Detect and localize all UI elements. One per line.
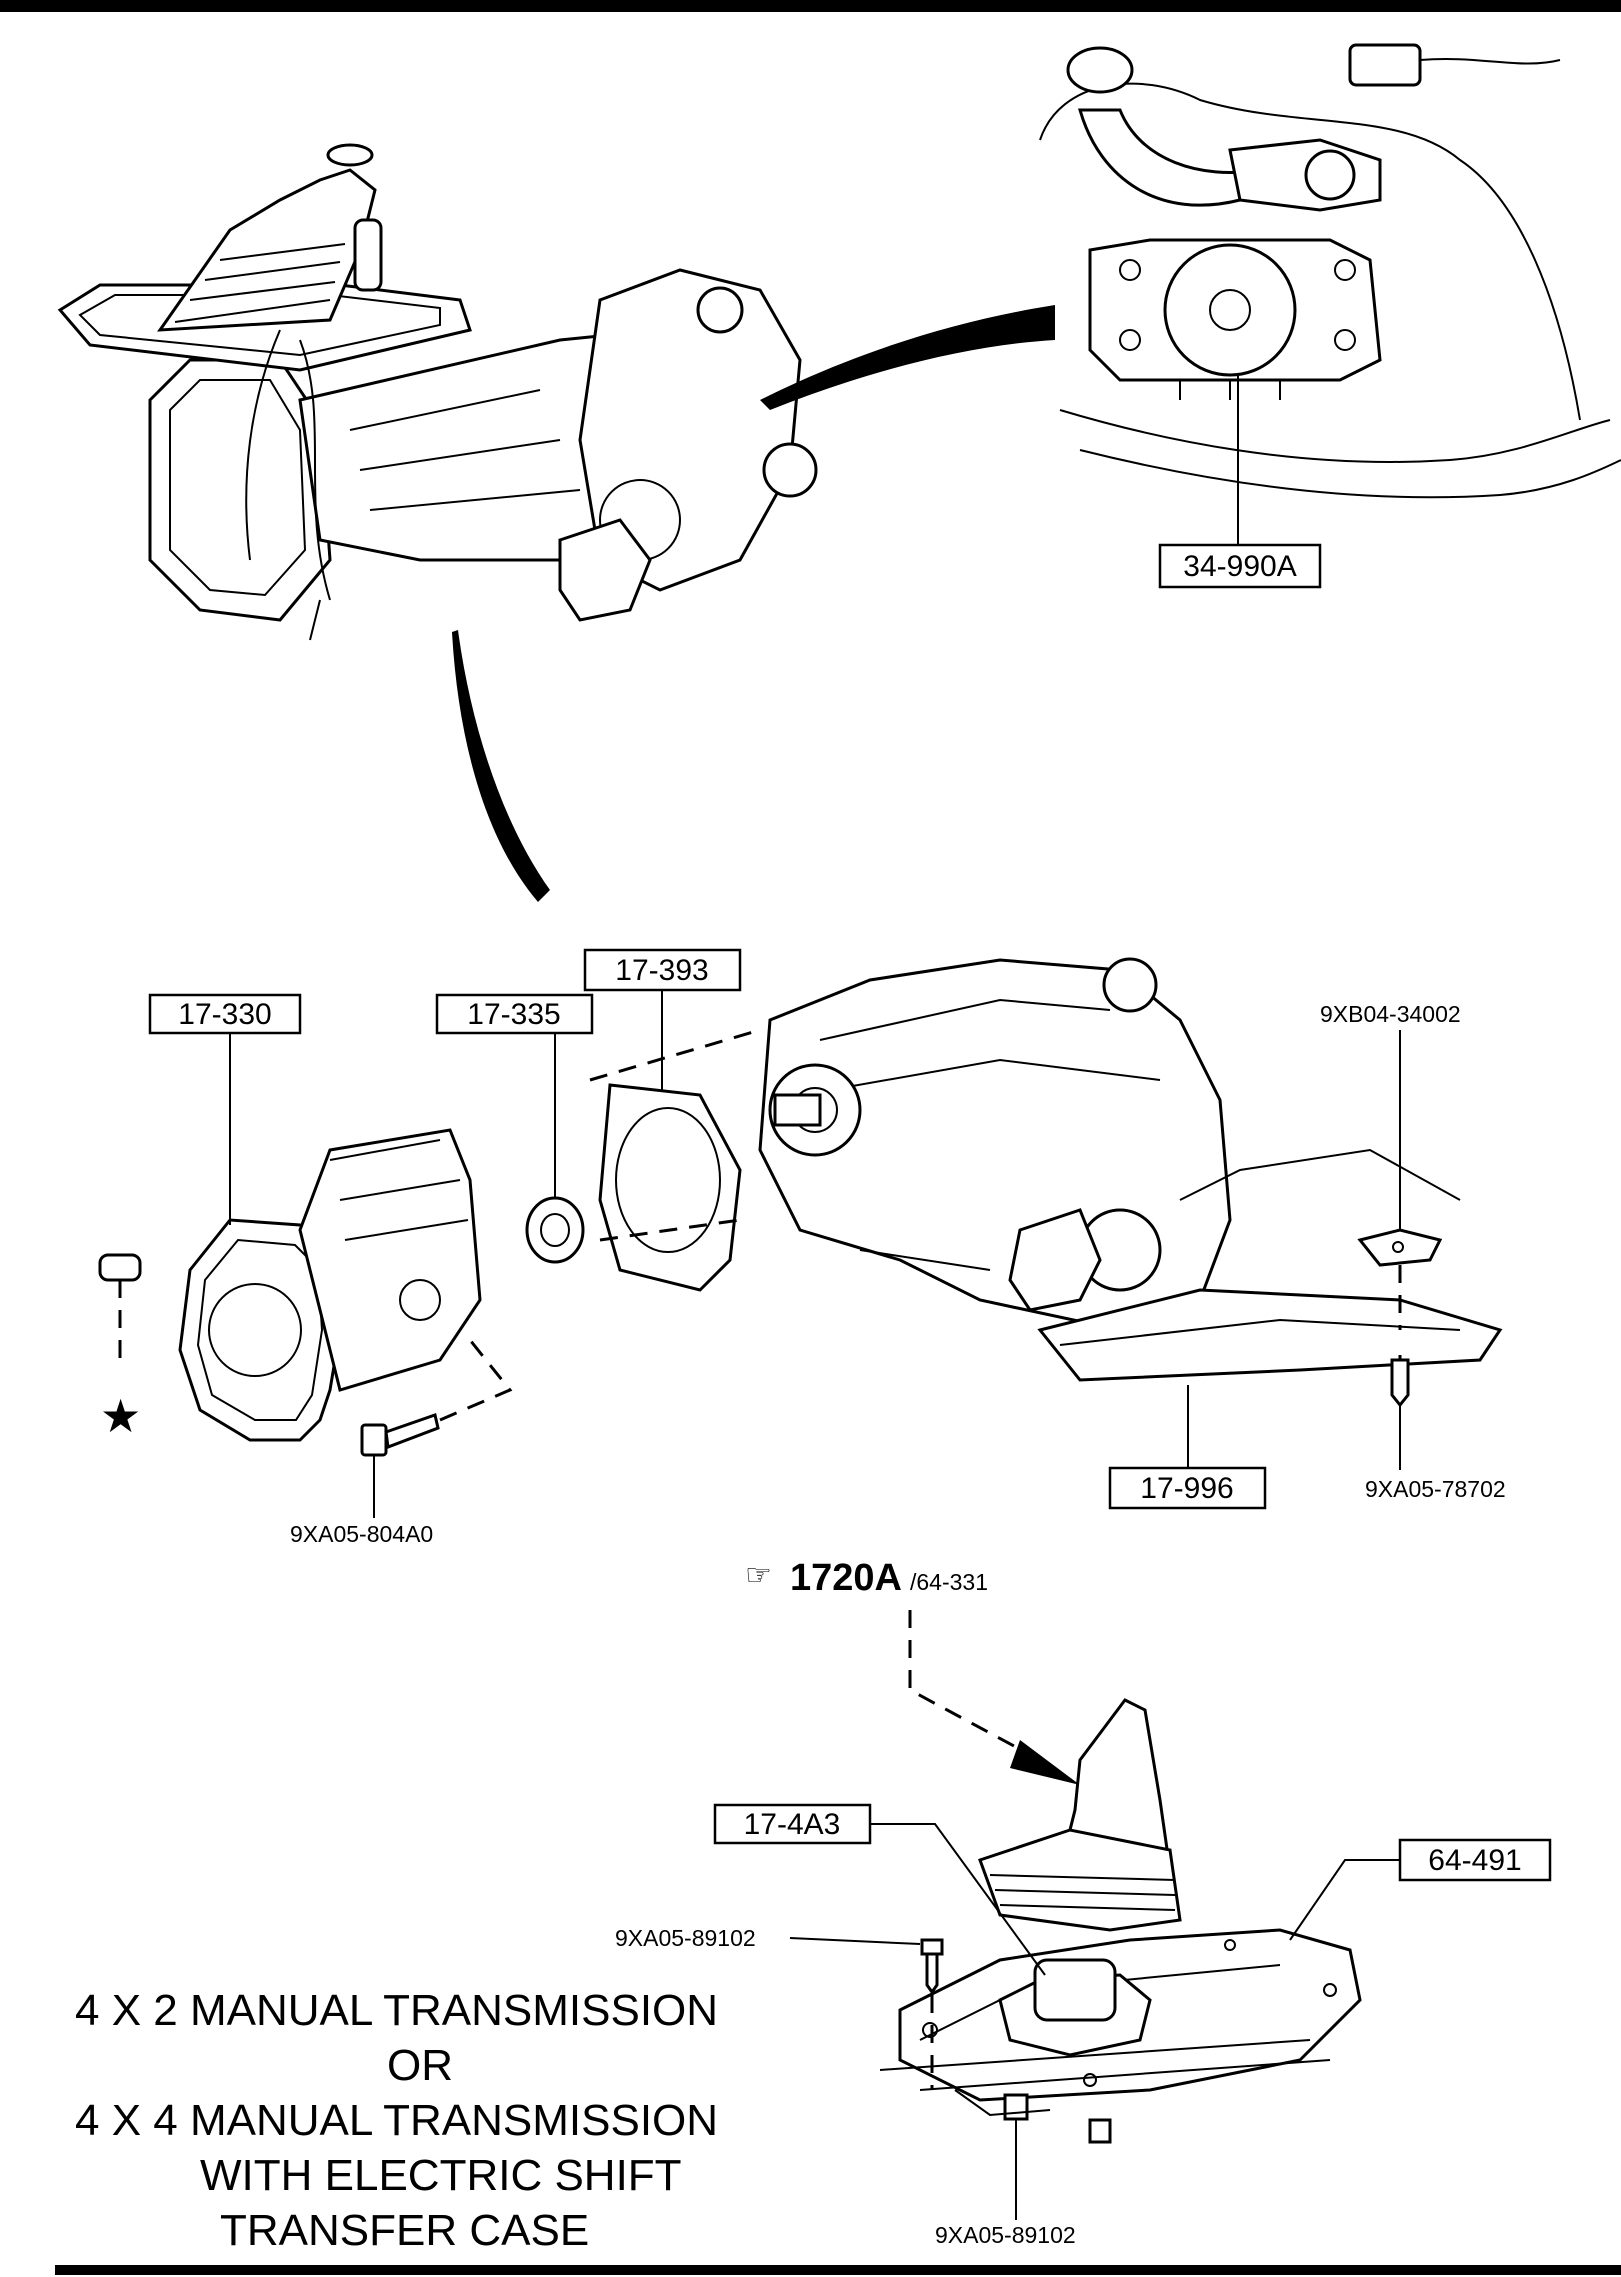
title-line-3: 4 X 4 MANUAL TRANSMISSION — [75, 2096, 718, 2145]
title-line-5: TRANSFER CASE — [220, 2206, 589, 2255]
exploded-transfer-case-illustration — [98, 957, 1503, 1457]
leader-64-491 — [1289, 1859, 1400, 1941]
leader-17-4a3 — [870, 1823, 1046, 1976]
detail-arrow-right — [760, 305, 1055, 410]
title-line-1: 4 X 2 MANUAL TRANSMISSION — [75, 1986, 718, 2035]
title-line-2: OR — [387, 2041, 453, 2090]
part-label-9xa05-89102-upper: 9XA05-89102 — [615, 1925, 756, 1951]
label-box-17-330 — [148, 993, 302, 1035]
label-box-17-4a3 — [713, 1803, 872, 1845]
reference-arrowhead — [1010, 1740, 1080, 1785]
shift-boot-plate-illustration — [879, 1698, 1362, 2144]
label-box-17-996 — [1108, 1466, 1267, 1510]
part-label-17-393: 17-393 — [615, 954, 708, 987]
shift-motor-detail-illustration — [1039, 43, 1621, 499]
reference-arrow-line — [908, 1610, 1041, 1762]
reference-suffix: /64-331 — [910, 1569, 988, 1595]
label-box-34-990a — [1158, 543, 1322, 589]
reference-code[interactable]: 1720A — [790, 1557, 902, 1599]
part-label-17-330: 17-330 — [178, 998, 271, 1031]
title-line-4: WITH ELECTRIC SHIFT — [200, 2151, 682, 2200]
detail-arrow-down — [452, 630, 550, 902]
star-marker: ★ — [100, 1389, 141, 1443]
label-box-64-491 — [1398, 1838, 1552, 1882]
label-box-17-335 — [435, 993, 594, 1035]
transmission-assembly-illustration — [57, 143, 818, 641]
part-label-9xa05-78702: 9XA05-78702 — [1365, 1476, 1506, 1502]
leader-9xa05-89102-upper — [789, 1937, 921, 1945]
part-label-17-4a3: 17-4A3 — [744, 1808, 841, 1841]
part-label-34-990a: 34-990A — [1183, 550, 1296, 583]
part-label-9xa05-89102-lower: 9XA05-89102 — [935, 2222, 1076, 2248]
part-label-9xa05-804a0: 9XA05-804A0 — [290, 1521, 433, 1547]
part-label-17-996: 17-996 — [1140, 1472, 1233, 1505]
hand-pointer-icon: ☞ — [745, 1559, 772, 1592]
part-label-64-491: 64-491 — [1428, 1844, 1521, 1877]
part-label-17-335: 17-335 — [467, 998, 560, 1031]
part-label-9xb04-34002: 9XB04-34002 — [1320, 1001, 1461, 1027]
